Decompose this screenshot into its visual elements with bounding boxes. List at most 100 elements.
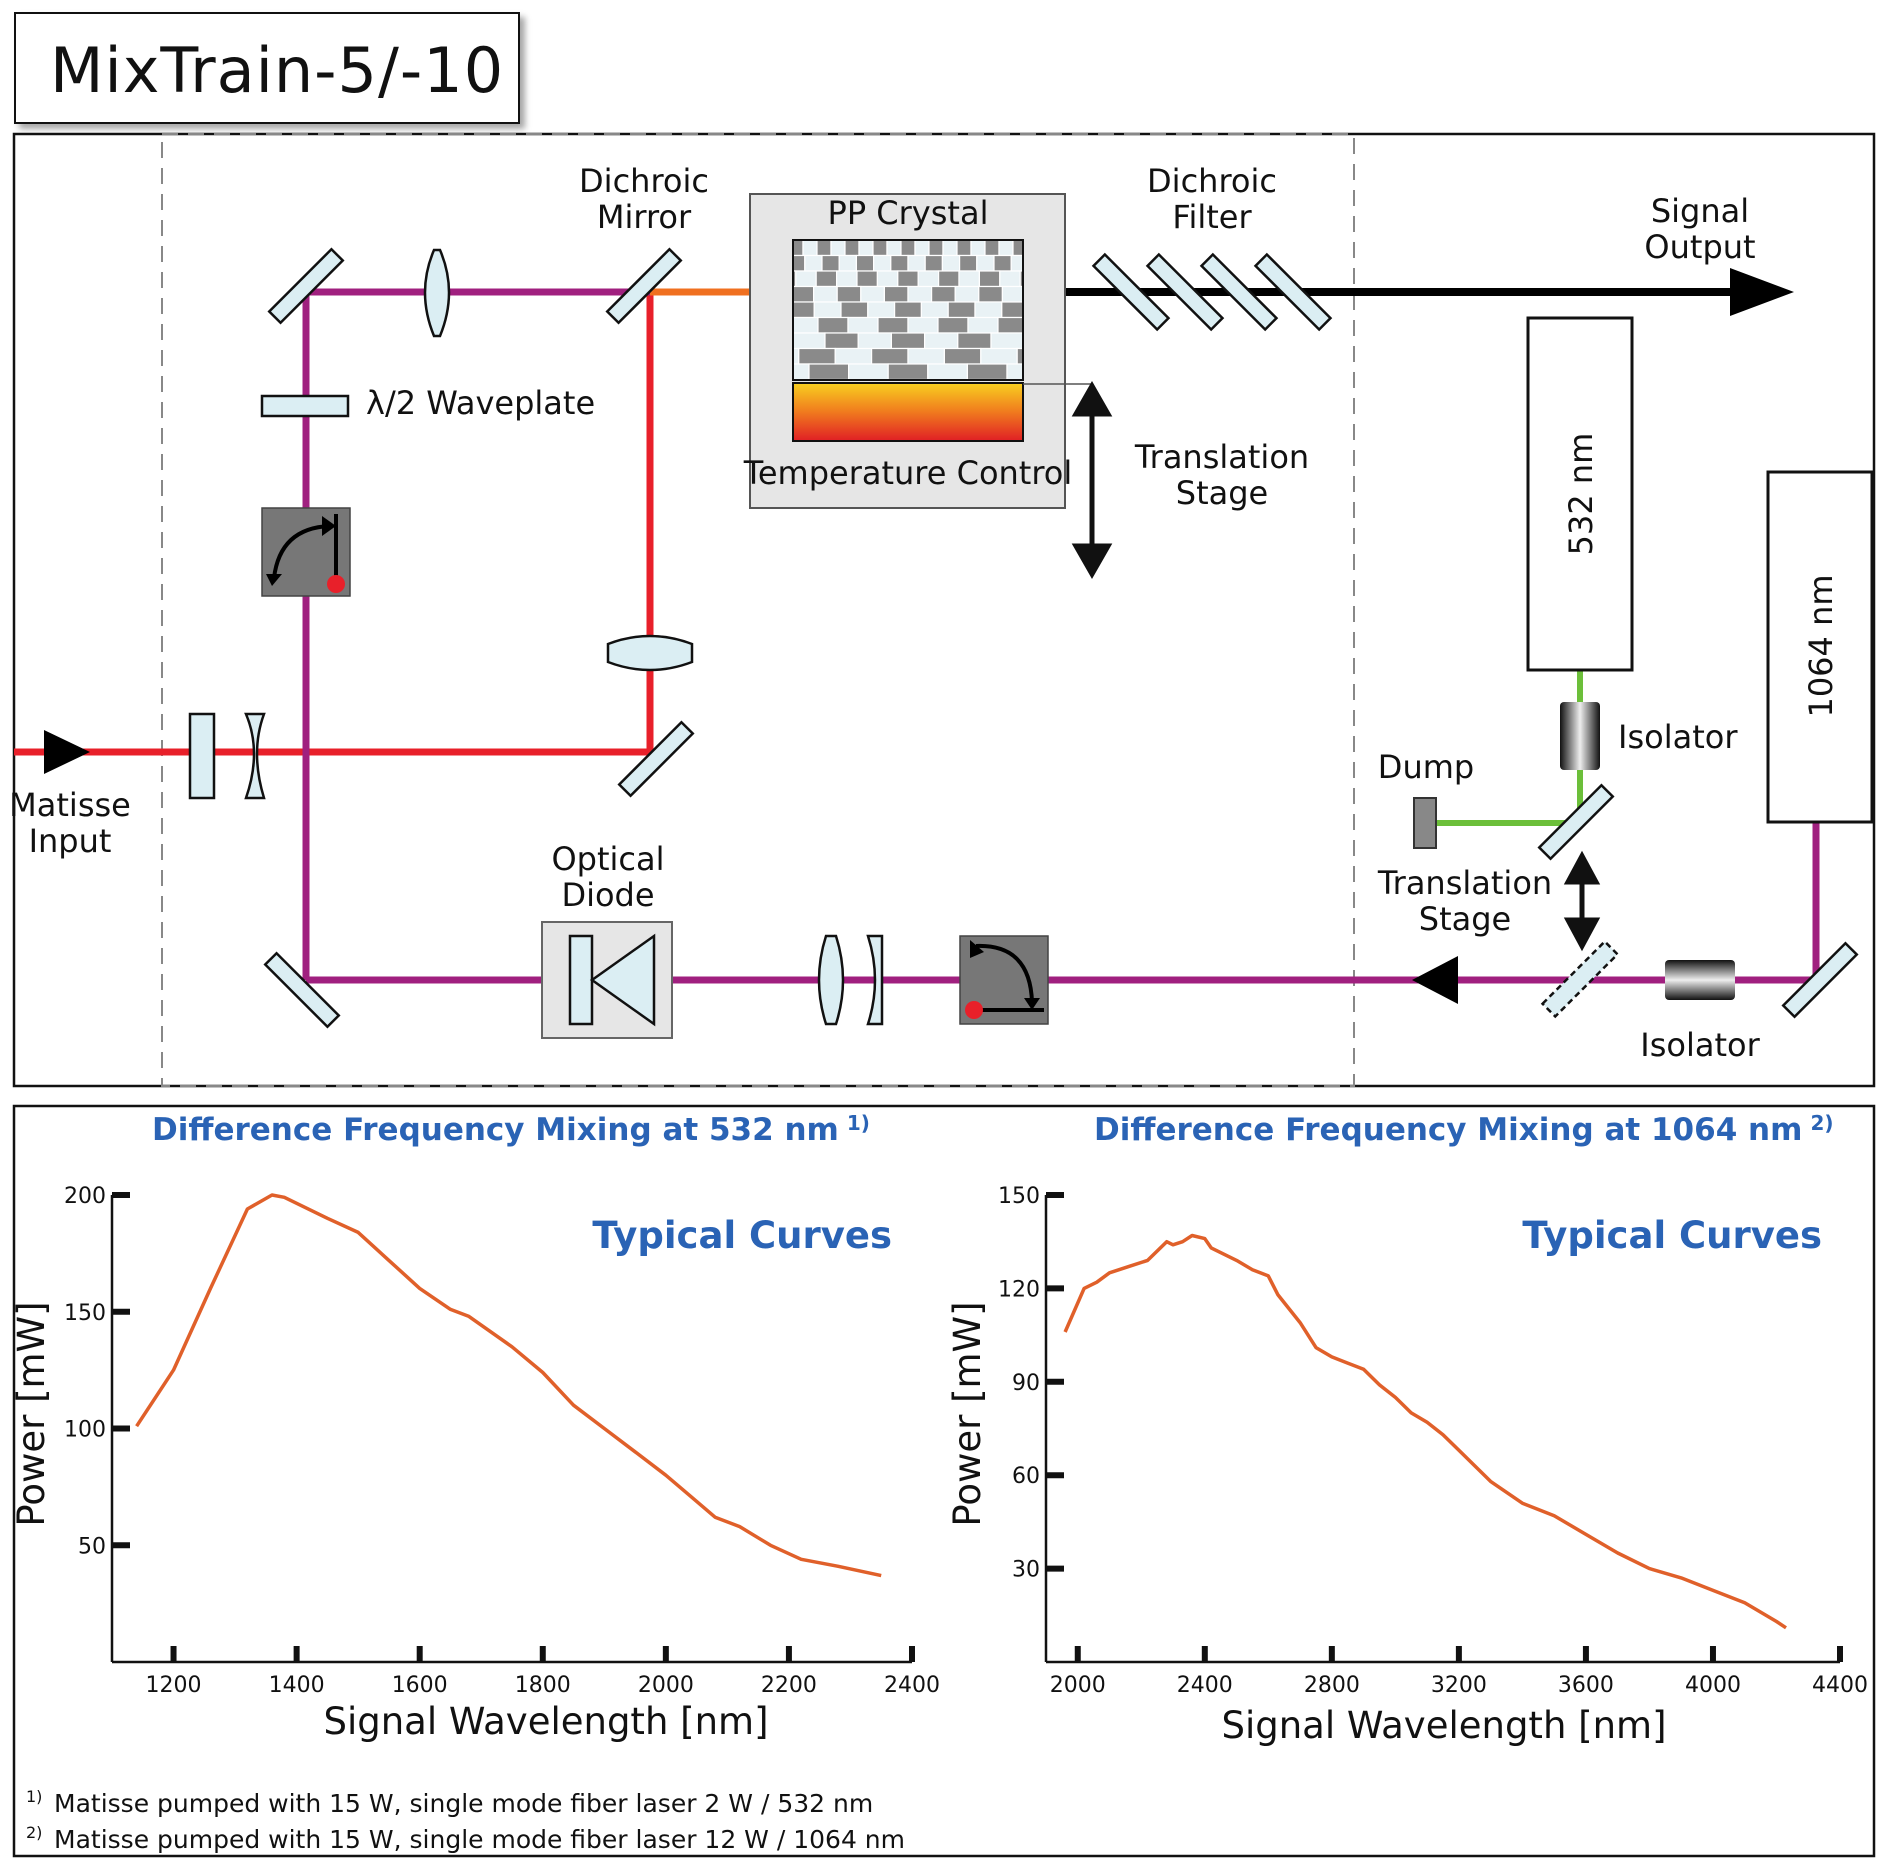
chart-1064-annotation: Typical Curves [1522, 1214, 1822, 1257]
translation-stage-label-2: Stage [1176, 474, 1268, 512]
telescope-lens-plano [866, 934, 884, 1026]
mirrors [263, 247, 1859, 1029]
isolator-532-label: Isolator [1618, 718, 1738, 756]
dichroic-mirror-label-2: Mirror [597, 198, 692, 236]
footnote-1-mark: 1) [26, 1787, 42, 1806]
dichroic-mirror-label-1: Dichroic [579, 162, 709, 200]
x-tick-label: 1600 [392, 1673, 448, 1698]
svg-text:2)Matisse pumped with 15 W, si: 2) Matisse pumped with 15 W, single mode … [26, 1823, 905, 1854]
laser-532 [1526, 316, 1634, 672]
svg-text:1)Matisse pumped with 15 W, si: 1) Matisse pumped with 15 W, single mode … [26, 1787, 873, 1818]
temperature-control-label: Temperature Control [743, 454, 1073, 492]
dichroic-filter [1091, 252, 1333, 332]
mirror-bottom-left [263, 951, 341, 1029]
x-tick-label: 1400 [269, 1673, 325, 1698]
chart-532-xlabel: Signal Wavelength [nm] [323, 1700, 768, 1743]
footnote-2-mark: 2) [26, 1823, 42, 1842]
x-tick-label: 2000 [638, 1673, 694, 1698]
x-tick-label: 2000 [1050, 1673, 1106, 1698]
y-tick-label: 100 [64, 1418, 106, 1443]
y-tick-label: 60 [1012, 1464, 1040, 1489]
return-arrow [1412, 956, 1458, 1004]
y-tick-label: 120 [998, 1277, 1040, 1302]
pp-crystal-module [749, 193, 1093, 509]
x-tick-label: 2400 [1177, 1673, 1233, 1698]
optical-diode [541, 921, 673, 1039]
temperature-block [792, 382, 1024, 442]
isolator-532 [1560, 702, 1600, 770]
y-tick-label: 90 [1012, 1371, 1040, 1396]
x-tick-label: 3200 [1431, 1673, 1487, 1698]
translation-stage-arrows [1071, 380, 1601, 952]
lens-top [423, 248, 451, 338]
dichroic-mirror [605, 247, 683, 325]
y-tick-label: 50 [78, 1534, 106, 1559]
translation-stage-bottom-label-1: Translation [1377, 864, 1552, 902]
translatable-mirror [1540, 939, 1620, 1019]
footnote-1-text: Matisse pumped with 15 W, single mode fi… [54, 1789, 873, 1818]
lens-vertical [606, 634, 694, 672]
lenses [188, 248, 884, 1026]
signal-output-arrow [1730, 268, 1794, 316]
telescope-lens-convex [817, 934, 845, 1026]
mirror-red-turn [617, 720, 695, 798]
y-tick-label: 30 [1012, 1558, 1040, 1583]
input-lens-concave [244, 712, 266, 800]
dump-label: Dump [1378, 748, 1474, 786]
module-boundary [161, 133, 1355, 1087]
charts-panel [12, 1104, 1876, 1858]
x-tick-label: 1800 [515, 1673, 571, 1698]
x-tick-label: 2200 [761, 1673, 817, 1698]
page-title: MixTrain-5/-10 [50, 34, 505, 107]
svg-text:Mirror: Mirror [597, 198, 692, 236]
chart-532-ylabel: Power [mW] [10, 1301, 53, 1526]
translation-stage-label-1: Translation [1134, 438, 1309, 476]
y-tick-label: 150 [64, 1301, 106, 1326]
signal-output-label-1: Signal [1651, 192, 1749, 230]
x-tick-label: 4000 [1685, 1673, 1741, 1698]
isolator-1064-label: Isolator [1640, 1026, 1760, 1064]
matisse-input-label-2: Input [29, 822, 112, 860]
footnotes: 1) Matisse pumped with 15 W, single mode … [26, 1787, 905, 1854]
matisse-input-label-1: Matisse [9, 786, 131, 824]
mirror-1064 [1781, 941, 1859, 1019]
pp-crystal [793, 240, 1023, 380]
laser-1064 [1766, 470, 1874, 824]
polarization-rotator-top [261, 507, 351, 597]
y-tick-label: 200 [64, 1184, 106, 1209]
diagram-labels: Dichroic Mirror PP Crystal Dichroic Filt… [9, 162, 1840, 1064]
svg-text:Dichroic: Dichroic [579, 162, 709, 200]
input-window [188, 712, 216, 800]
optical-diode-label-2: Diode [561, 876, 654, 914]
beam-dump [1413, 797, 1437, 849]
y-tick-label: 150 [998, 1184, 1040, 1209]
dichroic-filter-label-2: Filter [1172, 198, 1252, 236]
pp-crystal-label: PP Crystal [828, 194, 989, 232]
translation-stage-bottom-label-2: Stage [1419, 900, 1511, 938]
optical-diode-label-1: Optical [551, 840, 664, 878]
series-line [1063, 1233, 1787, 1630]
dichroic-filter-label-1: Dichroic [1147, 162, 1277, 200]
chart-532-annotation: Typical Curves [592, 1214, 892, 1257]
x-tick-label: 4400 [1812, 1673, 1868, 1698]
x-tick-label: 3600 [1558, 1673, 1614, 1698]
series-line [135, 1193, 882, 1578]
polarization-rotator-bottom [959, 935, 1049, 1025]
beams [14, 268, 1820, 1004]
setup-diagram: Dichroic Mirror PP Crystal Dichroic Filt… [9, 132, 1876, 1088]
isolator-1064 [1665, 960, 1735, 1000]
laser-1064-label: 1064 nm [1802, 574, 1840, 717]
chart-1064-xlabel: Signal Wavelength [nm] [1221, 1704, 1666, 1747]
waveplate-label: λ/2 Waveplate [366, 384, 595, 422]
laser-532-label: 532 nm [1562, 433, 1600, 556]
footnote-2-text: Matisse pumped with 15 W, single mode fi… [54, 1825, 905, 1854]
x-tick-label: 2800 [1304, 1673, 1360, 1698]
signal-output-label-2: Output [1644, 228, 1755, 266]
x-tick-label: 1200 [146, 1673, 202, 1698]
half-waveplate [260, 394, 350, 418]
